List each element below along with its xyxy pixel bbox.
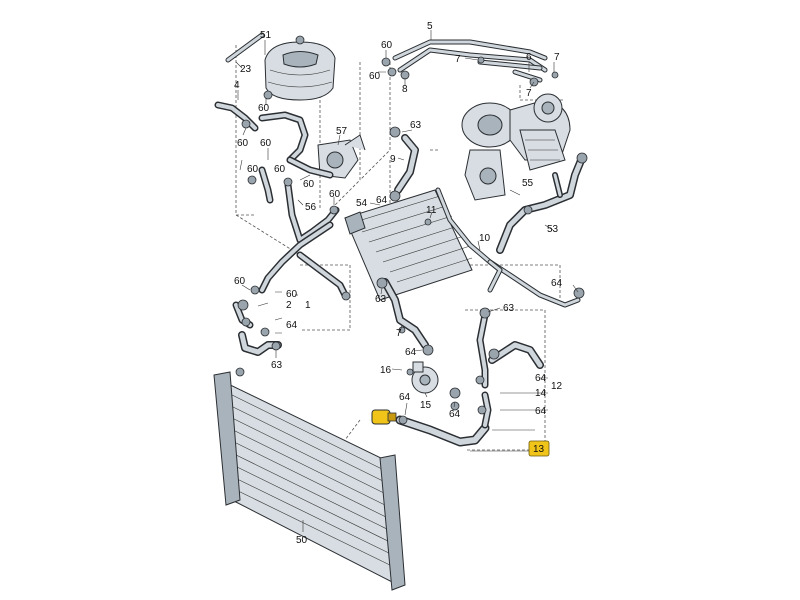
label-7-a: 7 [455, 54, 461, 65]
label-64-d: 64 [405, 347, 417, 358]
label-57: 57 [336, 126, 348, 137]
label-5: 5 [427, 21, 433, 32]
label-60-h: 60 [381, 40, 393, 51]
label-11: 11 [426, 205, 437, 216]
label-60-g: 60 [329, 189, 341, 200]
label-12: 12 [551, 381, 563, 392]
label-14: 14 [535, 388, 547, 399]
label-60-a: 60 [258, 103, 270, 114]
label-64-e: 64 [535, 373, 547, 384]
label-51: 51 [260, 30, 272, 41]
label-56: 56 [305, 202, 317, 213]
label-13-badge: 13 [528, 440, 550, 457]
temperature-sensor-highlight [371, 409, 397, 425]
hose-9 [394, 134, 419, 194]
label-60-d: 60 [247, 164, 259, 175]
label-23: 23 [240, 64, 252, 75]
coolant-hose-13 [395, 415, 490, 447]
expansion-tank [264, 35, 336, 101]
label-17: 7 [396, 328, 402, 339]
label-60-e: 60 [274, 164, 286, 175]
label-63-a: 63 [410, 120, 422, 131]
label-63-c: 63 [503, 303, 515, 314]
label-2: 2 [286, 300, 292, 311]
hose-lower-left [258, 221, 349, 299]
label-53: 53 [547, 224, 559, 235]
label-64-f: 64 [399, 392, 411, 403]
label-8: 8 [402, 84, 408, 95]
hose-56 [258, 156, 340, 244]
group-outline-upper [235, 45, 565, 256]
label-64-b: 64 [551, 278, 563, 289]
coolant-pump-15 [411, 361, 439, 394]
label-9: 9 [390, 154, 396, 165]
coolant-pipe-10 [435, 187, 581, 308]
label-13: 13 [533, 444, 545, 455]
label-60-i: 60 [369, 71, 381, 82]
label-1: 1 [305, 300, 311, 311]
radiator [213, 367, 406, 591]
coolant-pipe-5 [392, 39, 548, 83]
label-63-b: 63 [375, 294, 387, 305]
label-16: 16 [380, 365, 392, 376]
label-54: 54 [356, 198, 368, 209]
intercooler-54 [344, 189, 473, 301]
hose-23 [225, 32, 265, 63]
label-7-c: 7 [526, 88, 532, 99]
label-4: 4 [234, 80, 240, 91]
label-7-b: 7 [554, 52, 560, 63]
label-50: 50 [296, 535, 308, 546]
label-60-c: 60 [260, 138, 272, 149]
label-64-c: 64 [286, 320, 298, 331]
fittings [241, 56, 588, 425]
label-63-d: 63 [271, 360, 283, 371]
label-60-f: 60 [303, 179, 315, 190]
label-60-k: 60 [286, 289, 298, 300]
label-55: 55 [522, 178, 534, 189]
label-64-g: 64 [449, 409, 461, 420]
hose-53 [496, 154, 586, 254]
label-6: 6 [526, 52, 532, 63]
label-15: 15 [420, 400, 432, 411]
hose-1 [232, 299, 282, 356]
label-10: 10 [479, 233, 491, 244]
leader-lines [235, 30, 579, 532]
hose-17 [381, 278, 429, 349]
label-64-h: 64 [535, 406, 547, 417]
turbocharger [461, 93, 571, 201]
label-60-j: 60 [234, 276, 246, 287]
part-labels: 51 23 4 60 60 60 57 60 60 60 60 56 5 60 … [234, 21, 563, 546]
label-64-a: 64 [376, 195, 388, 206]
label-60-b: 60 [237, 138, 249, 149]
hose-12 [476, 311, 544, 429]
